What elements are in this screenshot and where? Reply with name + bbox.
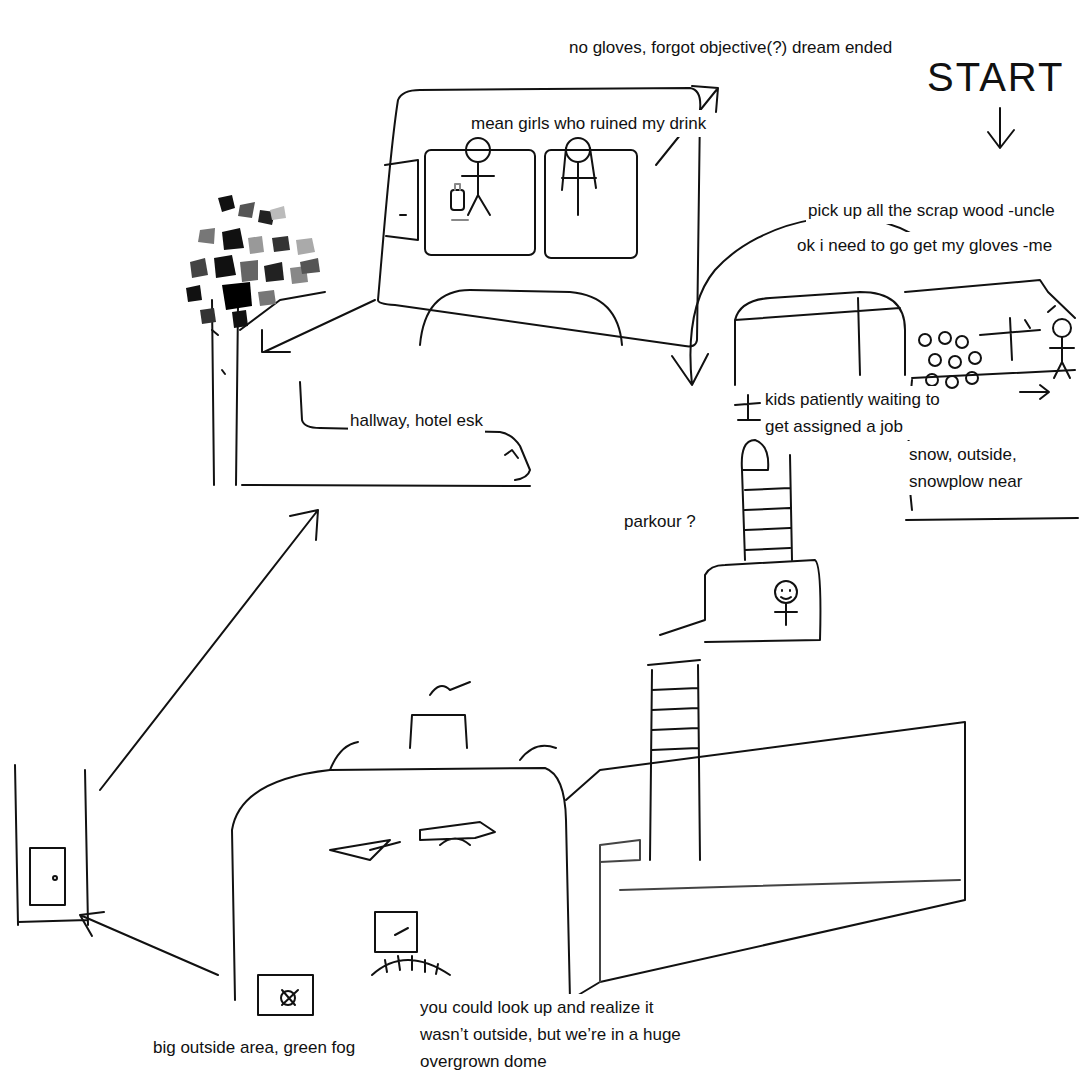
scene-note: snow, outside, snowplow near — [907, 441, 1051, 495]
scene-note: hallway, hotel esk — [348, 407, 485, 434]
scene-note: parkour ? — [622, 508, 698, 535]
scene-note: kids patiently waiting to get assigned a… — [763, 386, 945, 440]
scene-note: mean girls who ruined my drink — [469, 110, 708, 137]
scene-note: you could look up and realize it wasn’t … — [418, 994, 692, 1075]
end-note: no gloves, forgot objective(?) dream end… — [567, 34, 894, 61]
start-heading: START — [925, 55, 1066, 99]
scene-note: big outside area, green fog — [151, 1034, 357, 1061]
dialogue-note: pick up all the scrap wood -uncle — [806, 197, 1057, 224]
dialogue-note: ok i need to go get my gloves -me — [795, 232, 1054, 259]
